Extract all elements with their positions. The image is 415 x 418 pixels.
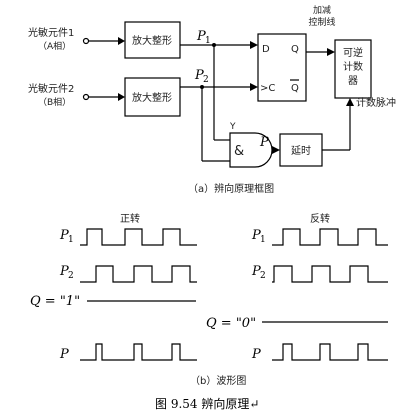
amp1-box bbox=[124, 21, 181, 59]
counter-label-2: 计数 bbox=[343, 60, 363, 73]
input2-terminal bbox=[82, 93, 90, 101]
reversible-counter bbox=[334, 39, 372, 99]
waveform-panel: 正转 反转 P 1 P 2 Q = "1" P P 1 P 2 Q = "0" … bbox=[30, 212, 388, 387]
pulse-label: 计数脉冲 bbox=[356, 96, 396, 109]
input2-arrow bbox=[118, 93, 125, 101]
caption-a: （a）辨向原理框图 bbox=[188, 182, 274, 195]
and-gate bbox=[229, 132, 273, 168]
counter-label-1: 可逆 bbox=[343, 46, 363, 59]
q-forward-label: Q = "1" bbox=[30, 294, 80, 309]
delay-arrow bbox=[272, 146, 280, 154]
p1-sub: 1 bbox=[205, 36, 211, 46]
fwd-p1-sub: 1 bbox=[68, 235, 74, 245]
input2-phase: （B相） bbox=[38, 96, 71, 108]
rev-p-letter: P bbox=[251, 347, 261, 362]
control-label-1: 加减 bbox=[313, 4, 331, 16]
delay-label: 延时 bbox=[291, 145, 311, 157]
fwd-p1-wave bbox=[80, 228, 197, 246]
figure-caption: 图 9.54 辨向原理↵ bbox=[155, 396, 259, 411]
input2-name: 光敏元件2 bbox=[28, 82, 74, 95]
rev-p1-wave bbox=[272, 228, 388, 246]
d-flipflop bbox=[257, 33, 307, 102]
rev-p1-letter: P bbox=[251, 228, 261, 243]
input1-phase: （A相） bbox=[38, 40, 71, 52]
control-label-2: 控制线 bbox=[308, 16, 335, 28]
input1-name: 光敏元件1 bbox=[28, 26, 74, 39]
rev-p2-letter: P bbox=[251, 264, 261, 279]
input1-arrow bbox=[118, 37, 125, 45]
q-control-arrow bbox=[327, 48, 335, 56]
p1-arrow bbox=[250, 41, 258, 49]
fwd-p-letter: P bbox=[59, 347, 69, 362]
rev-p2-wave bbox=[272, 265, 388, 283]
fwd-p2-letter: P bbox=[59, 264, 69, 279]
rev-p-wave bbox=[272, 343, 388, 361]
input1-terminal bbox=[82, 37, 90, 45]
p2-arrow bbox=[250, 83, 258, 91]
ff-qbar-label: Q bbox=[291, 83, 299, 94]
forward-title: 正转 bbox=[120, 212, 140, 225]
fwd-p1-letter: P bbox=[59, 228, 69, 243]
q-reverse-label: Q = "0" bbox=[206, 316, 256, 331]
fwd-p2-wave bbox=[80, 265, 197, 283]
rev-p2-sub: 2 bbox=[260, 271, 266, 281]
p-out-letter: P bbox=[259, 135, 269, 150]
amp1-label: 放大整形 bbox=[132, 34, 172, 47]
counter-label-3: 器 bbox=[348, 75, 358, 87]
delay-box bbox=[279, 133, 323, 167]
p1-letter: P bbox=[196, 29, 206, 44]
block-diagram: 光敏元件1 （A相） 放大整形 P 1 光敏元件2 （B相） 放大整形 P 2 bbox=[28, 4, 396, 195]
ff-q-label: Q bbox=[291, 44, 299, 55]
fwd-p-wave bbox=[80, 343, 197, 361]
and-top-letter: Y bbox=[229, 122, 236, 132]
amp2-box bbox=[124, 77, 181, 117]
pulse-arrow bbox=[346, 98, 354, 106]
and-symbol: & bbox=[234, 144, 244, 159]
rev-p1-sub: 1 bbox=[260, 235, 266, 245]
ff-c-label: >C bbox=[260, 83, 275, 94]
caption-b: （b）波形图 bbox=[190, 374, 246, 387]
p2-sub: 2 bbox=[203, 75, 209, 85]
amp2-label: 放大整形 bbox=[132, 91, 172, 104]
p2-letter: P bbox=[194, 68, 204, 83]
reverse-title: 反转 bbox=[310, 212, 330, 225]
fwd-p2-sub: 2 bbox=[68, 271, 74, 281]
ff-d-label: D bbox=[262, 44, 270, 55]
